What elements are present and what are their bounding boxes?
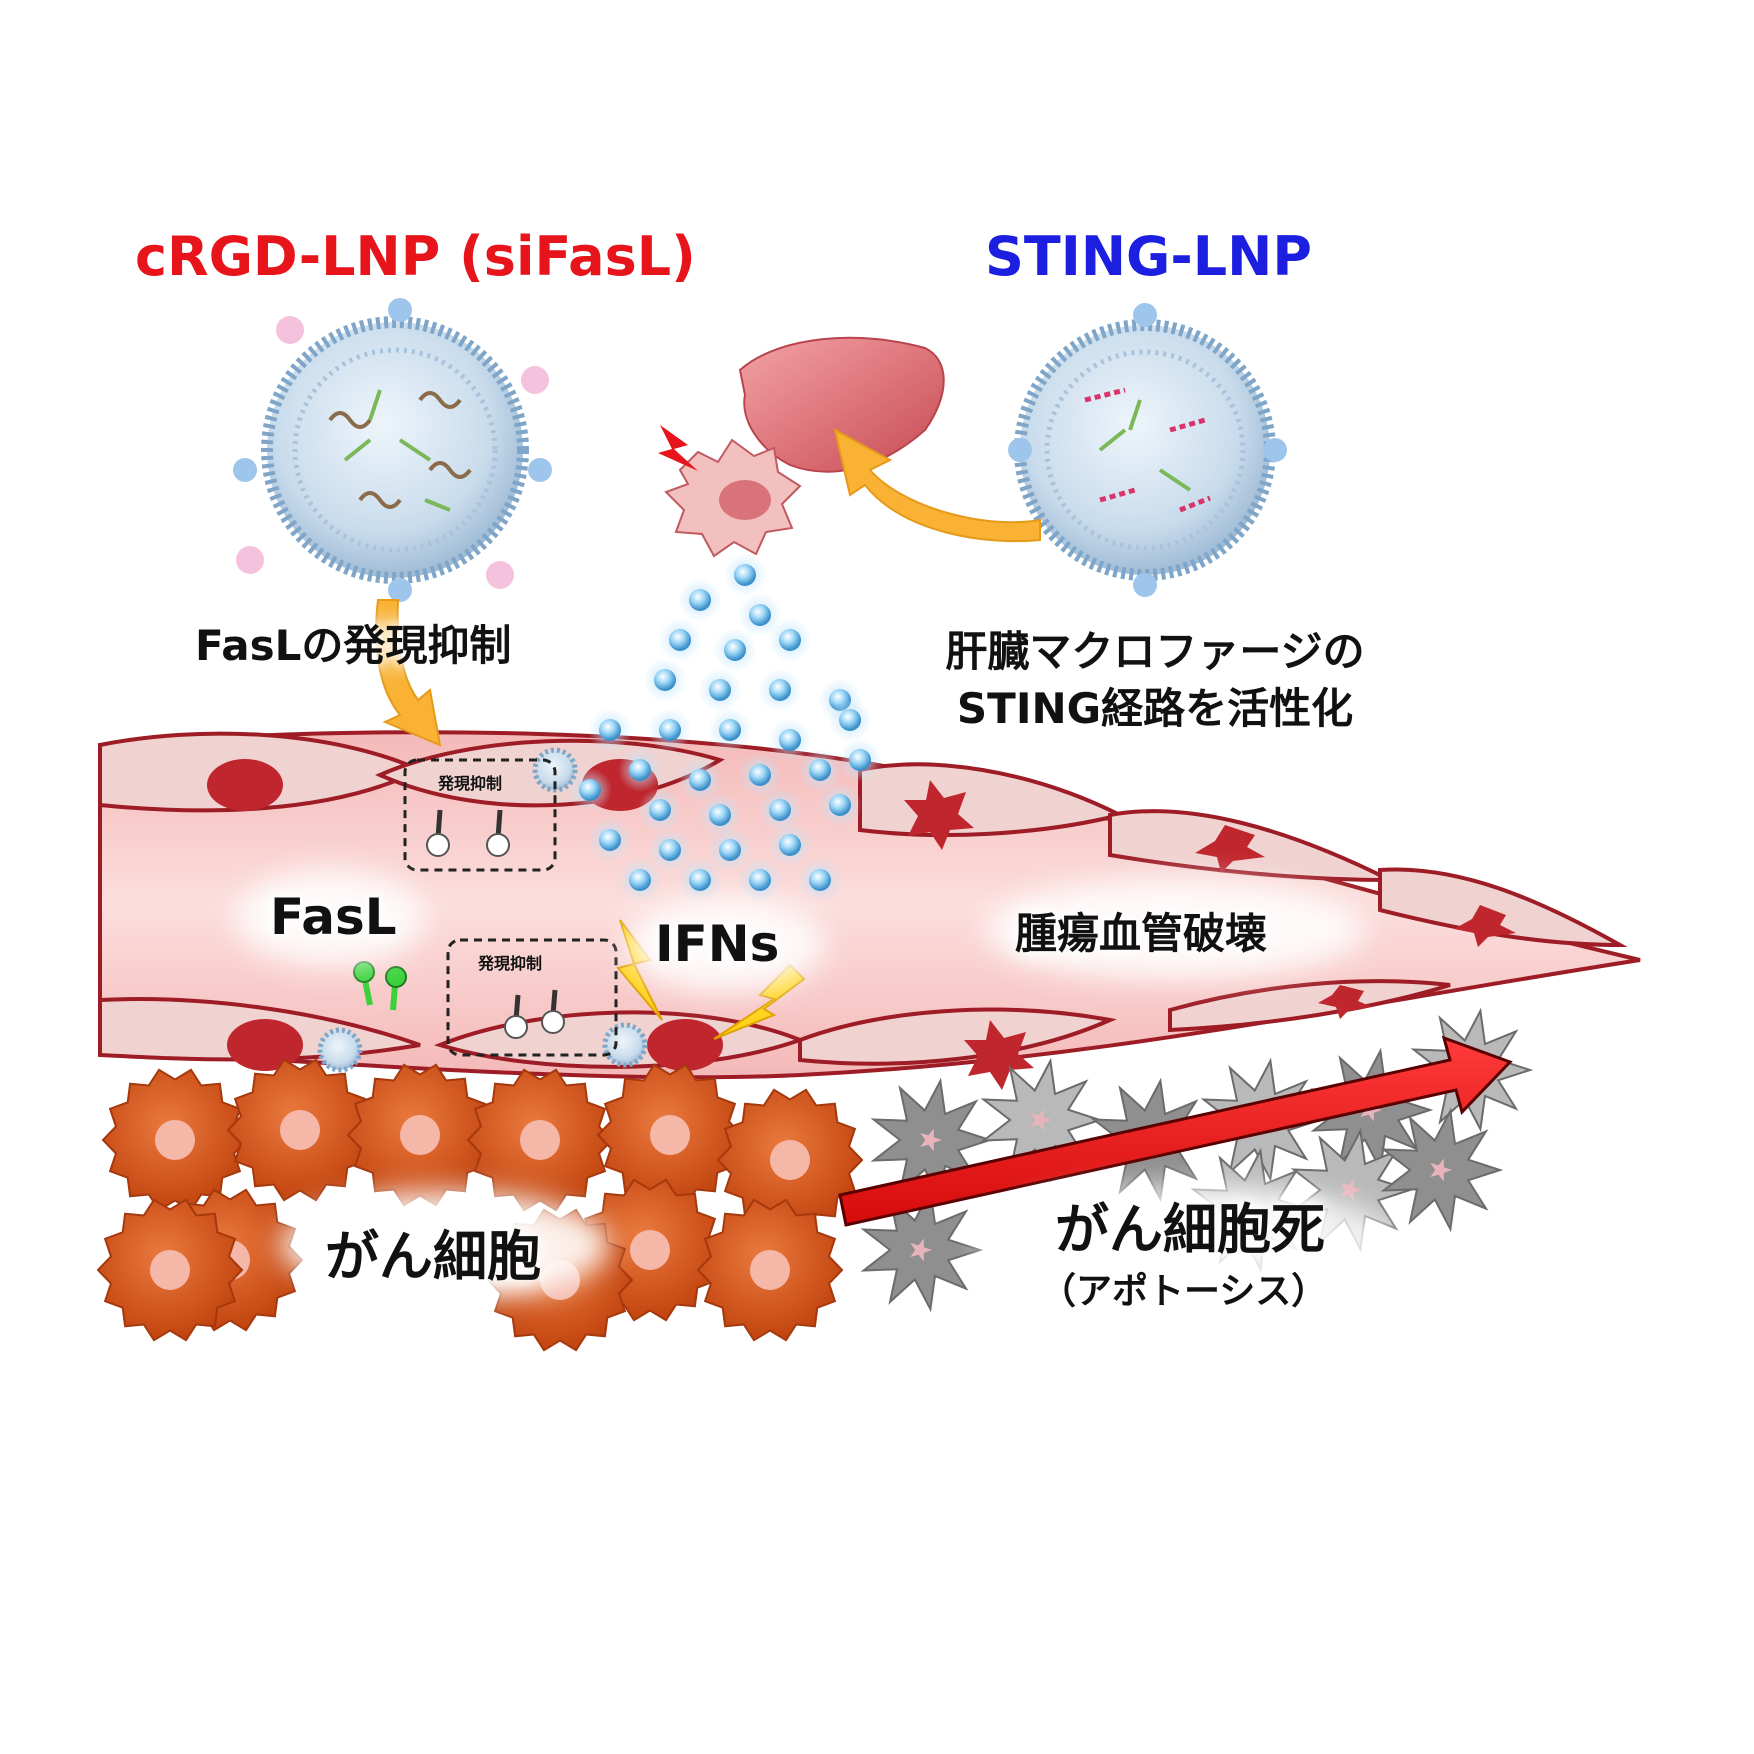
ifn-dot [579,779,601,801]
lnp-small [320,1030,360,1070]
apoptosis-label: （アポトーシス） [1040,1262,1327,1314]
ifn-dot [779,629,801,651]
endothelial-nucleus [227,1019,303,1071]
ifn-dot [599,719,621,741]
ifn-dot [629,869,651,891]
ifn-dot [809,869,831,891]
cancer-cell-nucleus [770,1140,810,1180]
cancer-cell-nucleus [150,1250,190,1290]
cancer-cell-nucleus [520,1120,560,1160]
ifns-label: IFNs [655,915,779,973]
fasl-suppression-label: FasLの発現抑制 [195,612,511,673]
ifn-dot [839,709,861,731]
ifn-dot [779,834,801,856]
endothelial-nucleus [207,759,283,811]
fasl-label: FasL [270,888,397,946]
sting-lnp-particle [1008,303,1287,597]
ifn-dot [724,639,746,661]
ifn-dot [749,604,771,626]
ifn-dot [749,764,771,786]
lnp-small [605,1025,645,1065]
ifn-dot [829,794,851,816]
cancer-cell-death-label: がん細胞死 [1055,1185,1325,1264]
ifn-dot [599,829,621,851]
liver-macrophage-label-line1: 肝臓マクロファージの [905,618,1405,679]
cancer-cell-nucleus [750,1250,790,1290]
suppression-box-top-label: 発現抑制 [438,770,502,794]
cancer-cell-nucleus [630,1230,670,1270]
ifn-dot [849,749,871,771]
ifn-dot [669,629,691,651]
endothelial-nucleus [647,1019,723,1071]
ifn-dot [689,869,711,891]
ifn-dot [779,729,801,751]
ifn-dot [654,669,676,691]
ifn-dot [719,719,741,741]
ifn-dot [719,839,741,861]
ifn-dot [709,804,731,826]
crgd-lnp-title: cRGD-LNP (siFasL) [135,225,696,288]
ifn-dot [809,759,831,781]
ifn-dot [769,799,791,821]
crgd-lnp-particle [233,298,552,602]
cancer-cell-nucleus [155,1120,195,1160]
ifn-dot [689,769,711,791]
cancer-cell-nucleus [280,1110,320,1150]
vessel-destruction-label: 腫瘍血管破壊 [1015,900,1267,961]
ifn-dot [649,799,671,821]
suppression-box-bottom-label: 発現抑制 [478,950,542,974]
sting-lnp-title: STING-LNP [985,225,1312,288]
cancer-cell-nucleus [650,1115,690,1155]
cancer-cells-label: がん細胞 [325,1212,541,1291]
ifn-dot [769,679,791,701]
ifn-dot [689,589,711,611]
ifn-dot [629,759,651,781]
cancer-cell-nucleus [400,1115,440,1155]
liver-macrophage-label-line2: STING経路を活性化 [905,675,1405,736]
ifn-dot [749,869,771,891]
ifn-dot [709,679,731,701]
ifn-dot [734,564,756,586]
ifn-dot [659,839,681,861]
ifn-dot [659,719,681,741]
endothelial-cell-damaged [860,764,1120,835]
